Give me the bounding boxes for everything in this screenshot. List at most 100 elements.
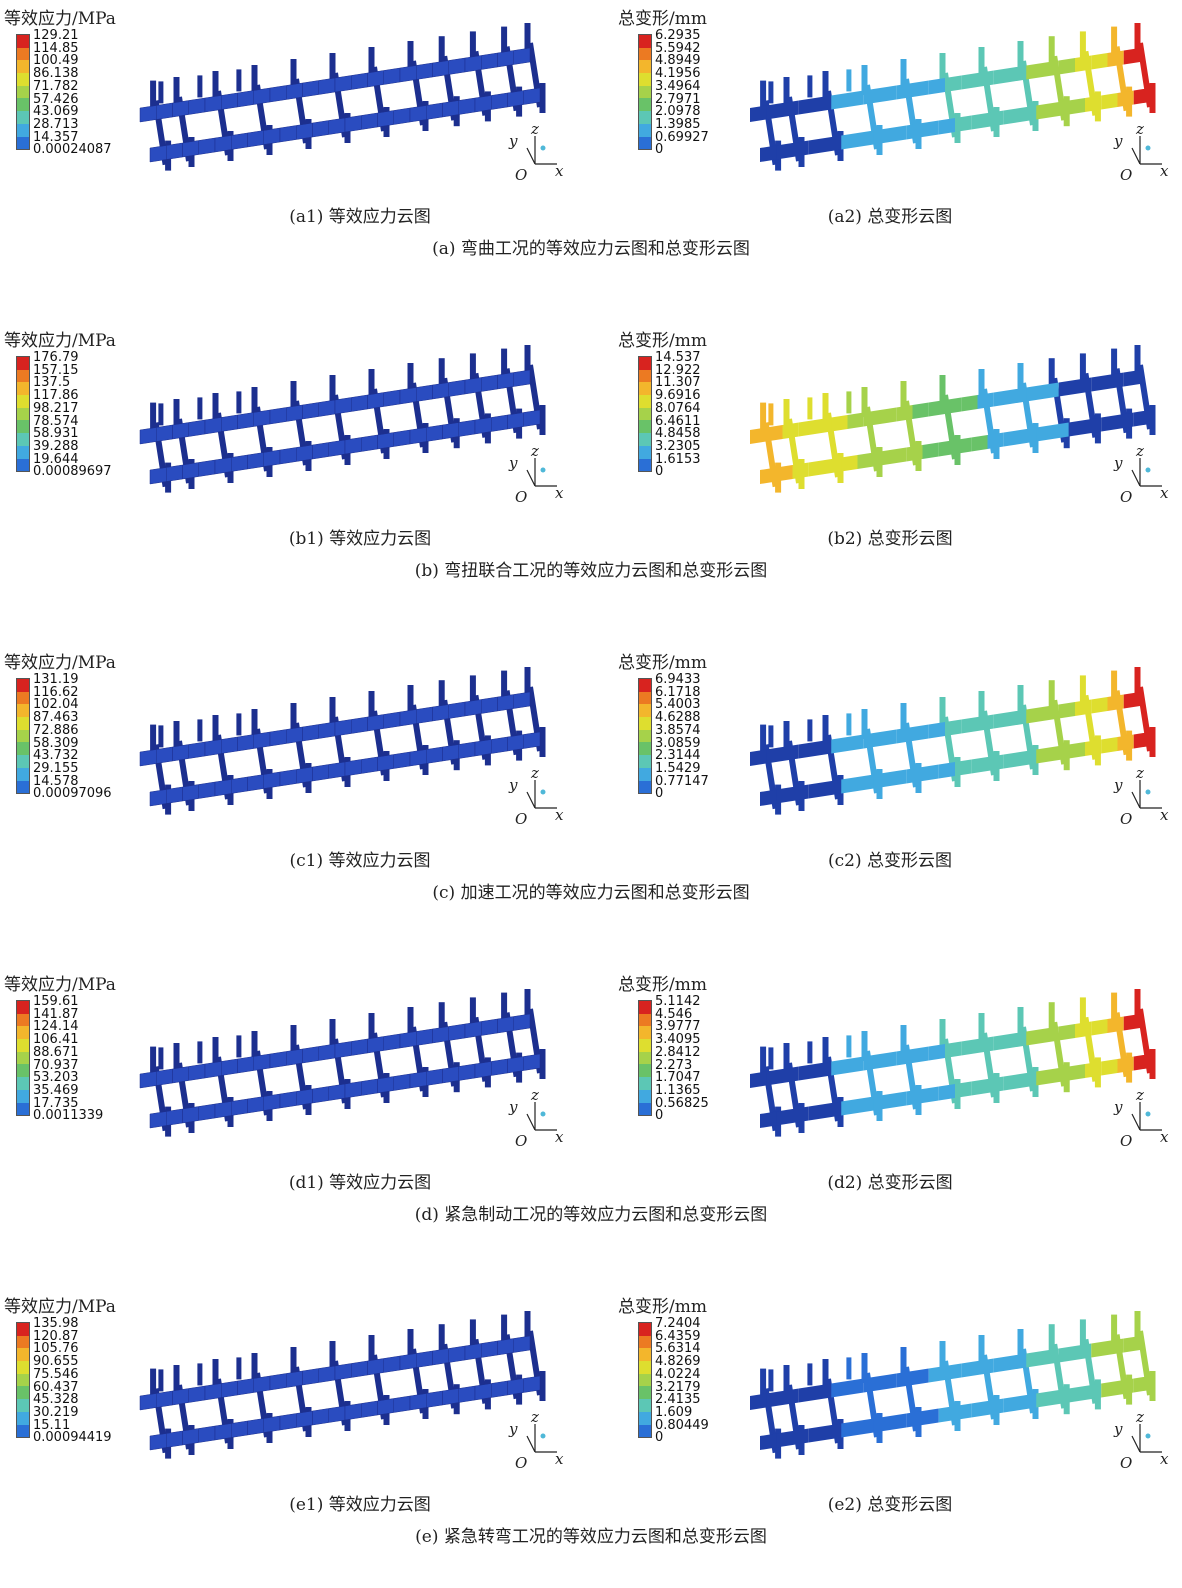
side-rail-segment: [442, 100, 459, 118]
outrigger: [807, 397, 813, 420]
section-caption: (a) 弯曲工况的等效应力云图和总变形云图: [432, 239, 750, 259]
legend-tick-label: 3.4095: [655, 1032, 701, 1048]
side-rail-segment: [188, 1063, 206, 1081]
legend-tick-label: 106.41: [33, 1032, 79, 1048]
side-rail-segment: [367, 1358, 384, 1376]
side-rail-segment: [847, 1378, 864, 1395]
section-caption: (c) 加速工况的等效应力云图和总变形云图: [432, 883, 750, 903]
colorbar-band: [17, 1323, 29, 1336]
colorbar: [638, 34, 652, 151]
side-rail-segment: [1075, 1021, 1092, 1038]
legend-tick-label: 53.203: [33, 1070, 79, 1086]
colorbar-band: [639, 1064, 651, 1078]
side-rail-segment: [426, 102, 443, 120]
legend-tick-label: 0: [655, 464, 664, 480]
legend-tick-label: 9.6916: [655, 388, 701, 404]
side-rail-segment: [383, 711, 401, 729]
post: [1079, 353, 1086, 384]
colorbar-band: [639, 1335, 651, 1349]
axis-label-z: z: [1136, 442, 1144, 460]
side-rail-segment: [776, 787, 793, 804]
side-rail-segment: [302, 402, 319, 420]
sub-caption: (b2) 总变形云图: [827, 529, 953, 549]
side-rail-segment: [344, 759, 362, 777]
side-rail-segment: [312, 442, 329, 460]
post: [329, 375, 336, 405]
side-rail-segment: [383, 1355, 401, 1373]
colorbar: [638, 356, 652, 473]
outrigger: [846, 69, 852, 92]
side-rail-segment: [831, 415, 848, 432]
side-rail-segment: [1101, 415, 1118, 432]
side-rail-segment: [955, 1081, 972, 1098]
side-rail-segment: [198, 137, 216, 155]
colorbar-band: [639, 1001, 651, 1014]
colorbar-band: [17, 1411, 29, 1425]
side-rail-segment: [825, 779, 842, 796]
chassis-model: [750, 345, 1156, 493]
legend-tick-label: 88.671: [33, 1044, 79, 1060]
side-rail-segment: [1010, 1353, 1027, 1370]
legend-title: 总变形/mm: [618, 1297, 707, 1317]
side-rail-segment: [253, 409, 271, 427]
sub-caption: (a1) 等效应力云图: [289, 207, 431, 227]
side-rail-segment: [750, 427, 767, 444]
chassis-frame: [139, 1311, 546, 1459]
post: [501, 1314, 508, 1345]
legend-tick-label: 120.87: [33, 1328, 79, 1344]
side-rail-segment: [188, 97, 206, 115]
side-rail-segment: [432, 1026, 449, 1044]
legend-tick-label: 29.155: [33, 760, 79, 776]
side-rail-segment: [880, 1051, 897, 1068]
side-rail-segment: [1117, 734, 1134, 751]
side-rail-segment: [831, 1059, 848, 1076]
side-rail-segment: [328, 117, 346, 135]
side-rail-segment: [955, 115, 972, 132]
outrigger: [236, 69, 242, 92]
side-rail-segment: [1091, 697, 1108, 714]
side-rail-segment: [792, 140, 809, 157]
side-rail-segment: [1036, 1391, 1053, 1408]
axis-triad-lines: [526, 136, 557, 165]
legend-title: 等效应力/MPa: [4, 975, 116, 995]
side-rail-segment: [286, 404, 303, 422]
post: [368, 1335, 375, 1365]
side-rail-segment: [938, 762, 955, 779]
side-rail-segment: [399, 1031, 417, 1049]
side-rail-segment: [253, 1375, 271, 1393]
post: [212, 715, 219, 745]
side-rail-segment: [873, 450, 890, 467]
colorbar: [16, 1322, 30, 1439]
colorbar-band: [17, 433, 29, 446]
side-rail-segment: [971, 435, 988, 452]
side-rail-segment: [166, 142, 183, 160]
legend-tick-label: 1.7047: [655, 1070, 701, 1086]
side-rail-segment: [1075, 699, 1092, 716]
side-rail-segment: [269, 729, 287, 747]
side-rail-segment: [1101, 737, 1118, 754]
side-rail-segment: [416, 1028, 433, 1046]
side-rail-segment: [1123, 1336, 1140, 1353]
side-rail-segment: [1058, 1024, 1075, 1041]
colorbar-band: [17, 1386, 29, 1400]
side-rail-segment: [442, 1388, 459, 1406]
colorbar-band: [639, 755, 651, 768]
legend-tick-label: 11.307: [655, 375, 701, 391]
side-rail-segment: [1010, 65, 1027, 82]
colorbar-band: [17, 1064, 29, 1078]
side-rail-segment: [1003, 1074, 1020, 1091]
post: [861, 1031, 868, 1061]
legend-tick-label: 131.19: [33, 672, 79, 687]
side-rail-segment: [464, 1021, 482, 1039]
side-rail-segment: [1107, 50, 1124, 67]
side-rail-segment: [847, 1056, 864, 1073]
post: [939, 375, 946, 405]
colorbar-band: [17, 35, 29, 48]
post: [290, 703, 297, 733]
legend-tick-label: 0.00089697: [33, 464, 112, 480]
side-rail-segment: [1042, 1026, 1059, 1043]
legend-tick-label: 4.8269: [655, 1354, 701, 1370]
